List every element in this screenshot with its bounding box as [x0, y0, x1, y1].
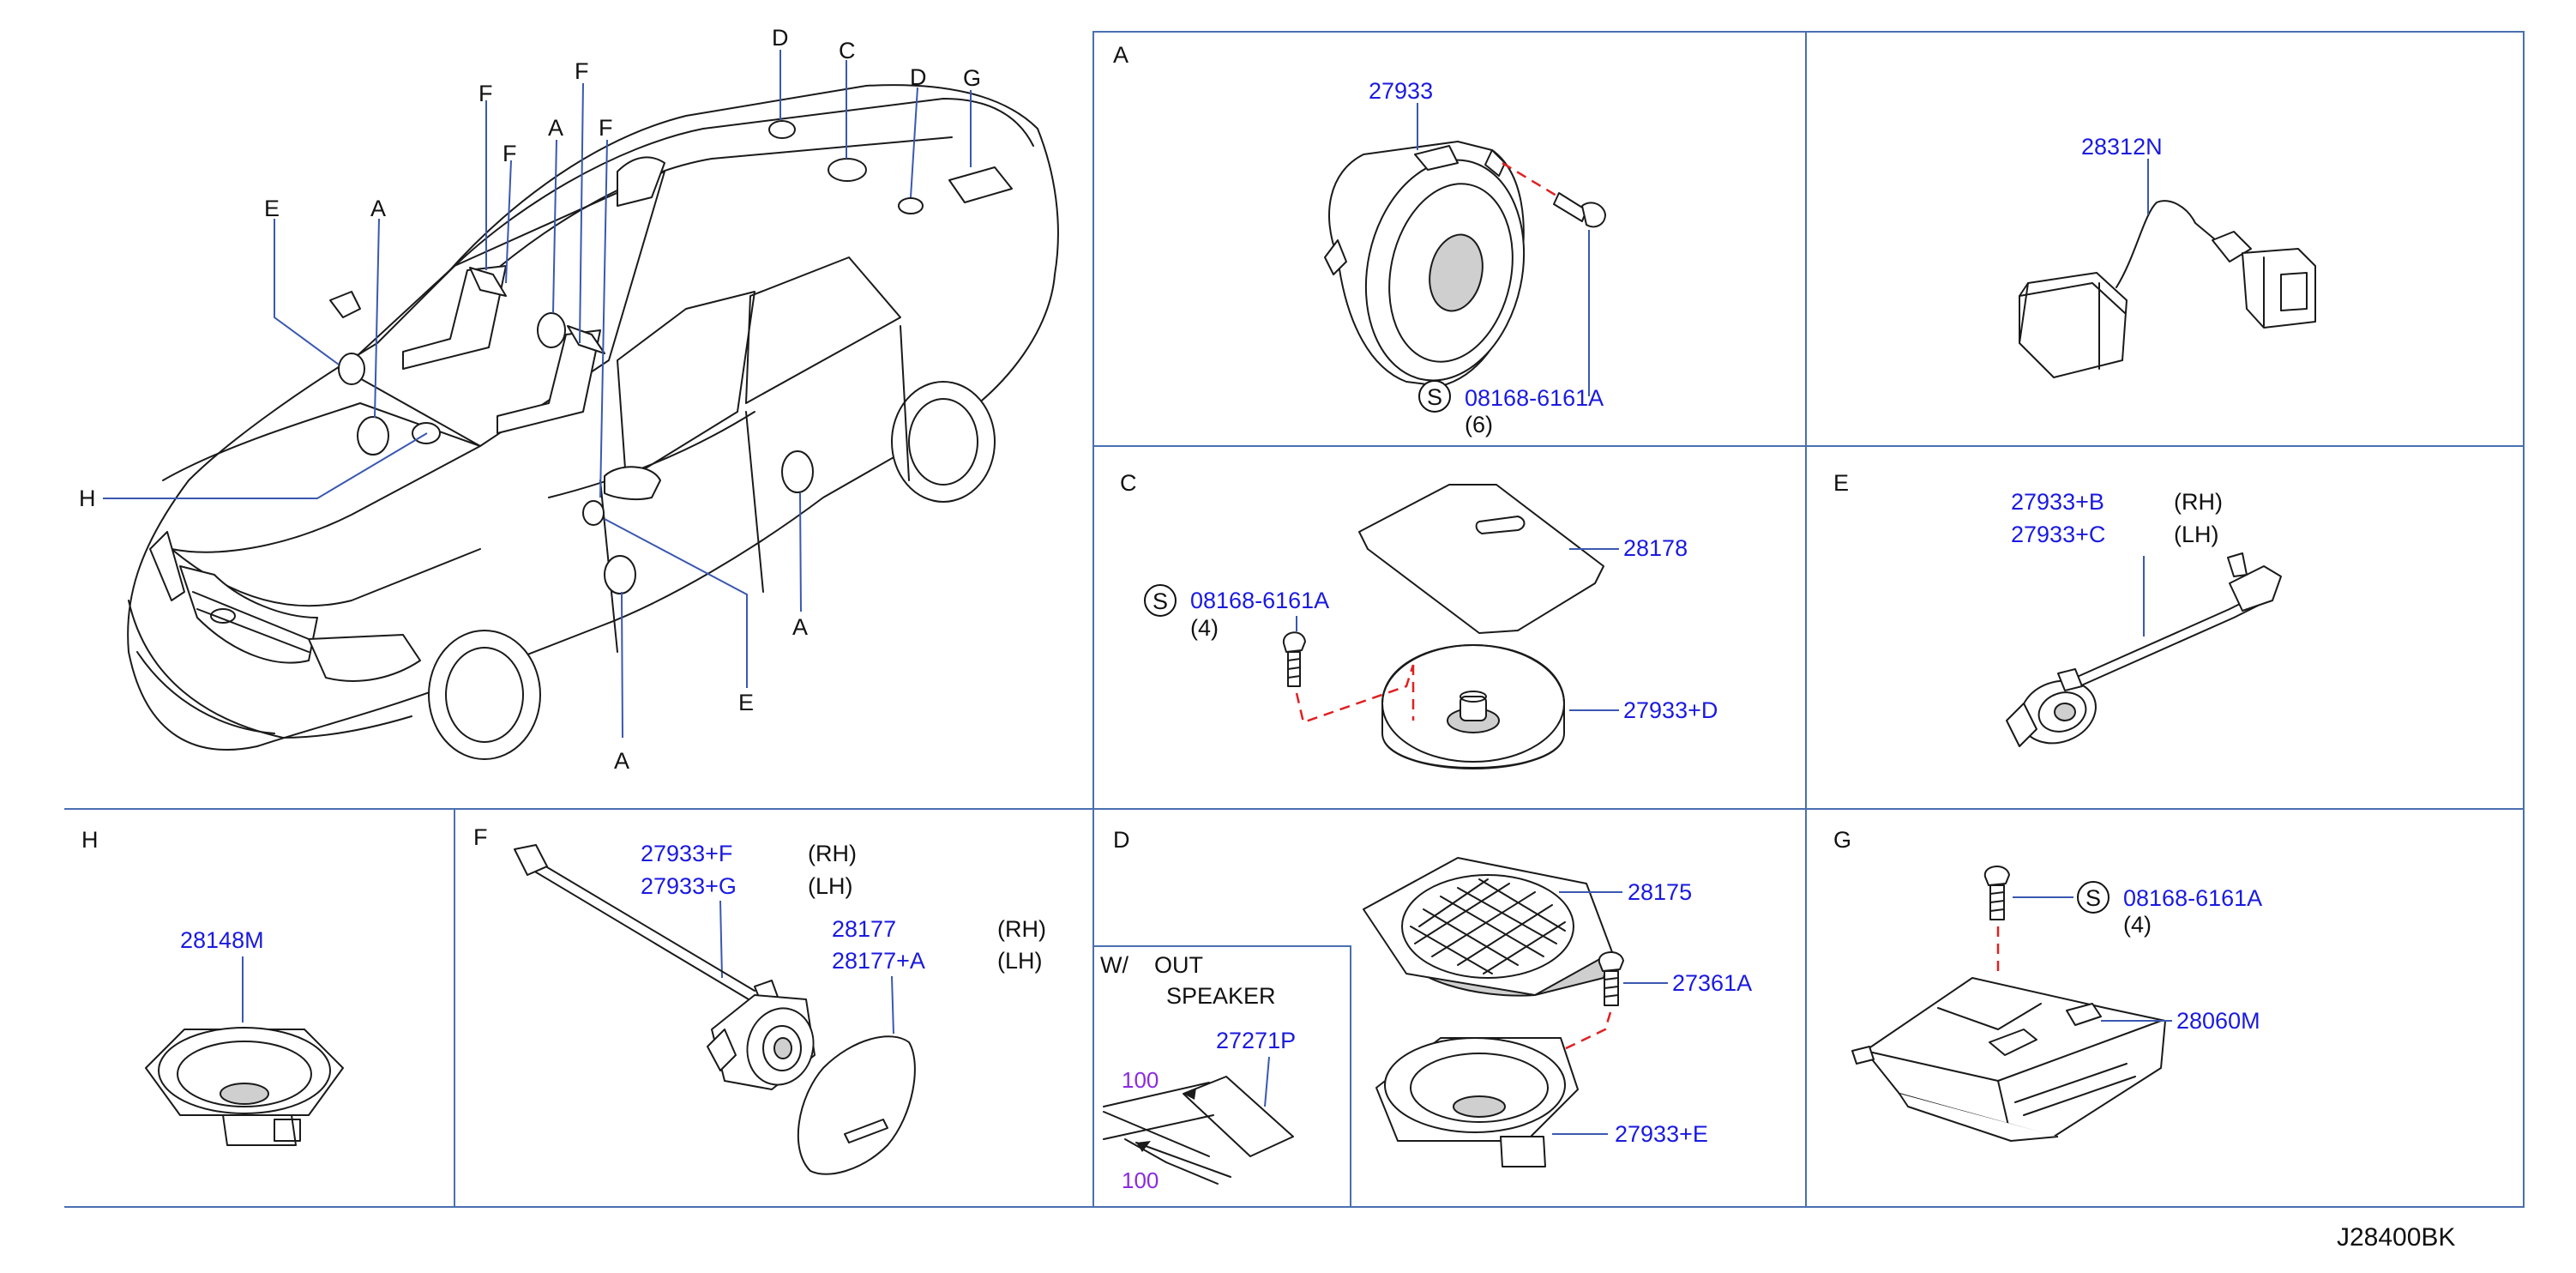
amplifier-illustration — [1851, 977, 2166, 1142]
panel-d: D 2817 — [1100, 827, 1752, 1193]
callout-f-2: F — [503, 141, 517, 166]
screw-illustration — [1553, 192, 1606, 228]
panel-frames — [64, 31, 2525, 1208]
tweeter-harness-illustration — [514, 844, 816, 1090]
door-speaker-illustration — [1324, 141, 1526, 387]
cover-side-rh: (RH) — [997, 916, 1046, 942]
cover-plate-illustration — [1358, 484, 1604, 634]
callout-g: G — [963, 65, 981, 91]
pad-illustration — [1183, 1076, 1294, 1157]
part-27933: 27933 — [1369, 78, 1433, 104]
callout-a-3: A — [792, 614, 808, 640]
panel-a-letter: A — [1113, 42, 1129, 68]
callout-e-1: E — [264, 196, 280, 221]
screw-illustration — [1282, 631, 1306, 687]
callout-f-4: F — [599, 115, 613, 141]
callout-a-1: A — [548, 115, 563, 141]
center-speaker-illustration — [1375, 1037, 1579, 1167]
screw-symbol-s: S — [1153, 588, 1168, 614]
callout-d-1: D — [772, 25, 789, 51]
diagram-id: J28400BK — [2337, 1223, 2455, 1252]
callout-h: H — [79, 486, 96, 511]
panel-g: G S 08168-6161A (4) 28060M — [1833, 827, 2262, 1142]
panel-c: C S 08168-6161A (4) 28178 27933+D — [1120, 470, 1718, 769]
part-28177: 28177 — [832, 916, 896, 942]
panel-f-letter: F — [473, 824, 488, 850]
side-rh: (RH) — [2174, 489, 2223, 515]
part-28177-a: 28177+A — [832, 948, 925, 974]
side-lh: (LH) — [2174, 522, 2219, 547]
subpanel-w: W/ — [1100, 952, 1129, 978]
part-27271p: 27271P — [1216, 1028, 1296, 1053]
part-28148m: 28148M — [180, 927, 264, 953]
callout-a-2: A — [370, 196, 386, 221]
panel-c-letter: C — [1120, 470, 1137, 496]
panel-h-letter: H — [81, 827, 99, 853]
panel-e: E 27933+B (RH) 27933+C (LH) — [1833, 470, 2282, 747]
callout-f-1: F — [478, 81, 493, 106]
panel-a: A 27933 S 08168-6161A (6) — [1113, 42, 1606, 437]
part-27933-d: 27933+D — [1623, 697, 1718, 723]
part-28178: 28178 — [1623, 535, 1688, 561]
screw-illustration — [1983, 866, 2010, 920]
part-27933-c: 27933+C — [2011, 522, 2105, 547]
center-speaker-illustration — [145, 1027, 344, 1146]
speaker-grille-illustration — [1363, 857, 1613, 997]
tweeter-speaker-illustration — [1381, 644, 1565, 769]
part-28312n: 28312N — [2081, 134, 2163, 160]
screw-symbol-s: S — [2085, 885, 2101, 911]
part-27933-b: 27933+B — [2011, 489, 2104, 515]
callout-d-2: D — [910, 64, 927, 90]
callout-a-4: A — [614, 748, 629, 774]
panel-f: F 27933+F (RH) 27933+G (LH) 28177 (RH) 2… — [473, 824, 1046, 1175]
part-27933-e: 27933+E — [1615, 1121, 1708, 1147]
callout-e-2: E — [738, 690, 754, 715]
bolt-illustration — [1598, 951, 1624, 1006]
subpanel-title-line1: OUT — [1154, 952, 1203, 978]
module-illustration — [2019, 200, 2316, 378]
callout-c: C — [839, 38, 856, 63]
panel-h: H 28148M — [81, 827, 344, 1146]
screw-quantity: (4) — [1190, 615, 1219, 641]
callout-f-3: F — [575, 58, 589, 84]
panel-g-letter: G — [1833, 827, 1851, 853]
panel-antenna-module: 28312N — [2019, 134, 2316, 378]
panel-e-letter: E — [1833, 470, 1849, 496]
part-08168-6161a: 08168-6161A — [2123, 885, 2262, 911]
screw-quantity: (6) — [1465, 412, 1493, 437]
part-28175: 28175 — [1628, 879, 1692, 905]
car-overview-illustration: D C D G F F A F E A F H A E A — [79, 25, 1059, 774]
part-27361a: 27361A — [1672, 970, 1752, 996]
part-08168-6161a: 08168-6161A — [1465, 385, 1604, 411]
side-lh: (LH) — [808, 873, 853, 899]
tweeter-cover-illustration — [797, 1035, 916, 1175]
part-27933-g: 27933+G — [641, 873, 737, 899]
without-speaker-subpanel: W/ OUT SPEAKER 27271P 100 100 — [1100, 952, 1296, 1193]
screw-symbol-s: S — [1427, 384, 1442, 410]
side-rh: (RH) — [808, 841, 857, 866]
part-27933-f: 27933+F — [641, 841, 732, 866]
screw-quantity: (4) — [2123, 912, 2152, 938]
tweeter-harness-illustration — [2006, 552, 2282, 747]
part-28060m: 28060M — [2176, 1008, 2260, 1034]
subpanel-title-line2: SPEAKER — [1166, 983, 1276, 1009]
part-08168-6161a: 08168-6161A — [1190, 588, 1329, 613]
cover-side-lh: (LH) — [997, 948, 1043, 974]
dimension-top: 100 — [1122, 1067, 1159, 1093]
panel-d-letter: D — [1113, 827, 1130, 853]
dimension-bottom: 100 — [1122, 1167, 1159, 1193]
